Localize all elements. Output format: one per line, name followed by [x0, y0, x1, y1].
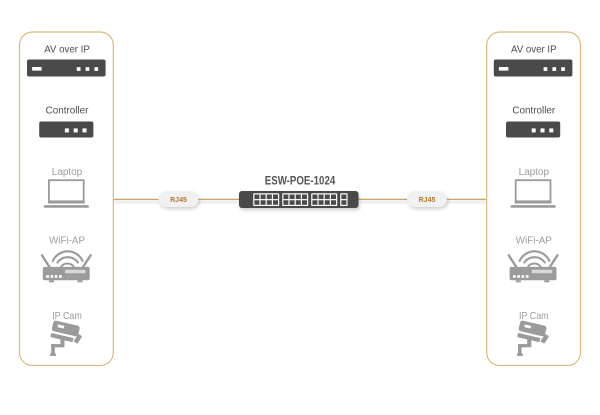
svg-text:ESW-POE-1024: ESW-POE-1024 [265, 175, 336, 187]
svg-text:RJ45: RJ45 [170, 197, 187, 204]
svg-text:RJ45: RJ45 [419, 197, 436, 204]
